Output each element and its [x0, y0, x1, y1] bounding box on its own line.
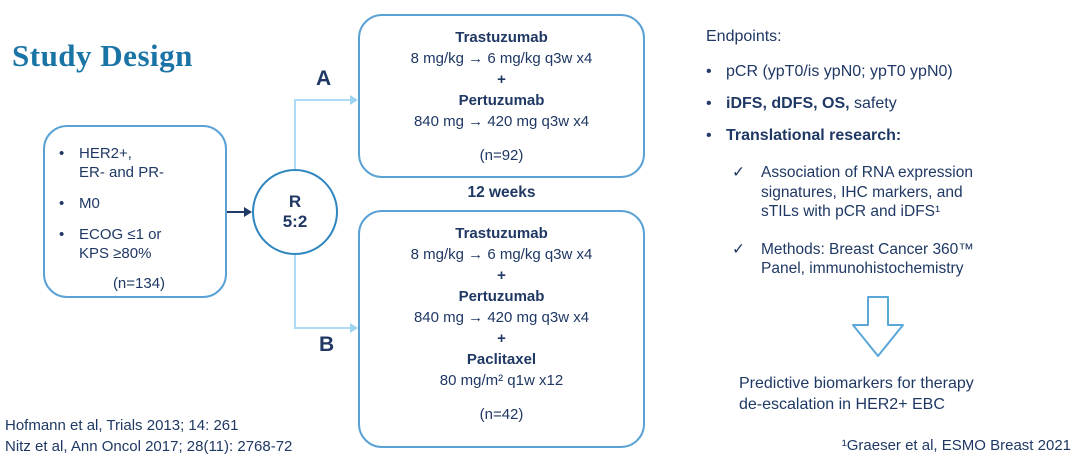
randomization-node: R 5:2 — [252, 169, 338, 255]
drug-dose: 8 mg/kg → 6 mg/kg q3w x4 — [410, 50, 593, 67]
down-arrow-icon — [851, 296, 905, 363]
drug-name: Paclitaxel — [466, 351, 537, 368]
eligibility-item: • M0 — [59, 194, 219, 213]
footnote-reference: ¹Graeser et al, ESMO Breast 2021 — [841, 437, 1071, 454]
translational-research-list: ✓ Association of RNA expression signatur… — [732, 163, 1078, 279]
citations: Hofmann et al, Trials 2013; 14: 261 Nitz… — [5, 415, 292, 457]
drug-name: Trastuzumab — [455, 225, 548, 242]
endpoint-item: • Translational research: — [706, 126, 1078, 145]
bullet-icon: • — [706, 95, 712, 112]
eligibility-text: ECOG ≤1 or KPS ≥80% — [79, 226, 162, 262]
endpoints-section: Endpoints: • pCR (ypT0/is ypN0; ypT0 ypN… — [706, 28, 1078, 297]
arm-a-box: Trastuzumab 8 mg/kg → 6 mg/kg q3w x4 + P… — [358, 14, 645, 178]
arm-b-n-count: (n=42) — [479, 406, 524, 423]
arm-b-box: Trastuzumab 8 mg/kg → 6 mg/kg q3w x4 + P… — [358, 210, 645, 448]
drug-name: Pertuzumab — [458, 92, 545, 109]
drug-dose: 8 mg/kg → 6 mg/kg q3w x4 — [410, 246, 593, 263]
drug-dose: 840 mg → 420 mg q3w x4 — [413, 309, 590, 326]
page-title: Study Design — [12, 38, 193, 73]
duration-label: 12 weeks — [467, 184, 536, 201]
connector-line — [294, 327, 350, 329]
eligibility-item: • HER2+, ER- and PR- — [59, 144, 219, 182]
randomization-letter: R — [288, 192, 302, 211]
connector-line — [294, 99, 350, 101]
arm-a-label: A — [316, 67, 332, 90]
eligibility-text: M0 — [79, 195, 100, 212]
bullet-icon: • — [59, 145, 65, 162]
citation-line: Hofmann et al, Trials 2013; 14: 261 — [5, 417, 239, 434]
connector-line — [294, 100, 296, 169]
bullet-icon: • — [59, 226, 65, 243]
drug-dose: 840 mg → 420 mg q3w x4 — [413, 113, 590, 130]
eligibility-box: • HER2+, ER- and PR- • M0 • ECOG ≤1 or K… — [43, 125, 227, 298]
drug-name: Trastuzumab — [455, 29, 548, 46]
arrowhead-icon — [244, 207, 252, 217]
drug-dose: 80 mg/m² q1w x12 — [439, 372, 564, 389]
randomization-ratio: 5:2 — [282, 212, 308, 231]
translational-item: ✓ Methods: Breast Cancer 360™ Panel, imm… — [732, 240, 1078, 279]
translational-item: ✓ Association of RNA expression signatur… — [732, 163, 1078, 222]
translational-text: Association of RNA expression signatures… — [761, 164, 973, 220]
translational-text: Methods: Breast Cancer 360™ Panel, immun… — [761, 240, 974, 278]
eligibility-n-count: (n=134) — [112, 275, 166, 292]
check-icon: ✓ — [732, 240, 745, 258]
arm-b-label: B — [319, 333, 335, 356]
endpoints-heading: Endpoints: — [706, 28, 782, 45]
plus-sign: + — [497, 71, 506, 88]
connector-line — [227, 211, 246, 213]
arm-a-n-count: (n=92) — [479, 147, 524, 164]
drug-name: Pertuzumab — [458, 288, 545, 305]
plus-sign: + — [497, 267, 506, 284]
eligibility-item: • ECOG ≤1 or KPS ≥80% — [59, 225, 219, 263]
citation-line: Nitz et al, Ann Oncol 2017; 28(11): 2768… — [5, 438, 293, 455]
bullet-icon: • — [706, 63, 712, 80]
endpoint-text: iDFS, dDFS, OS, safety — [726, 95, 897, 112]
endpoint-text: pCR (ypT0/is ypN0; ypT0 ypN0) — [726, 63, 953, 80]
endpoint-item: • pCR (ypT0/is ypN0; ypT0 ypN0) — [706, 62, 1078, 81]
conclusion-text: Predictive biomarkers for therapy de-esc… — [739, 375, 974, 413]
plus-sign: + — [497, 330, 506, 347]
eligibility-text: HER2+, ER- and PR- — [79, 145, 165, 181]
bullet-icon: • — [59, 195, 65, 212]
arrowhead-icon — [350, 95, 358, 105]
endpoint-text: Translational research: — [726, 127, 902, 144]
arrowhead-icon — [350, 323, 358, 333]
connector-line — [294, 255, 296, 329]
bullet-icon: • — [706, 127, 712, 144]
endpoint-item: • iDFS, dDFS, OS, safety — [706, 94, 1078, 113]
check-icon: ✓ — [732, 164, 745, 181]
